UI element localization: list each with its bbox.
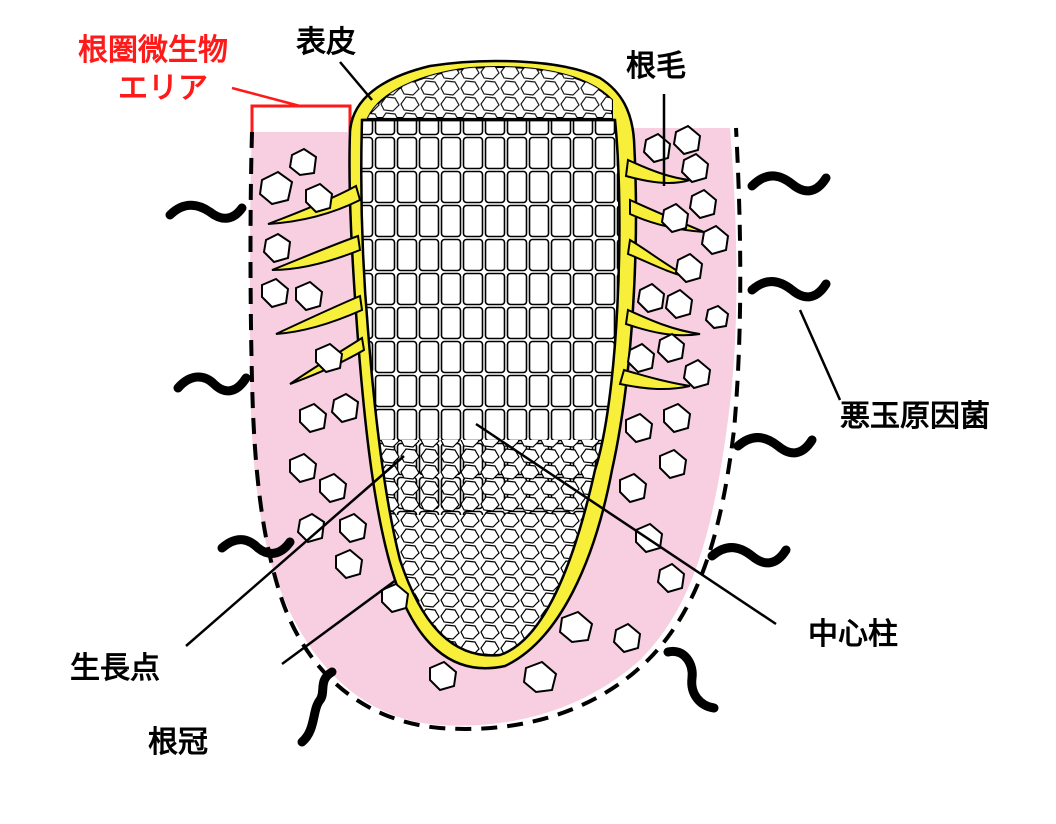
rhizosphere-label-line2: エリア — [118, 71, 208, 106]
root-hair-label: 根毛 — [626, 49, 686, 84]
growing-point-label: 生長点 — [70, 651, 160, 686]
root-cap-label: 根冠 — [148, 725, 208, 760]
rhizosphere-bracket — [250, 104, 352, 132]
rhizosphere-label-line1: 根圏微生物 — [78, 33, 228, 68]
leader-lines — [185, 61, 842, 666]
stele-label: 中心柱 — [808, 617, 898, 652]
rhizosphere-leader — [231, 86, 301, 108]
pathogen-squiggles — [165, 171, 831, 747]
microbe-cells — [258, 124, 730, 694]
rhizosphere-boundary — [248, 127, 743, 731]
pathogen-label: 悪玉原因菌 — [840, 399, 990, 434]
epidermis-label: 表皮 — [296, 25, 356, 60]
